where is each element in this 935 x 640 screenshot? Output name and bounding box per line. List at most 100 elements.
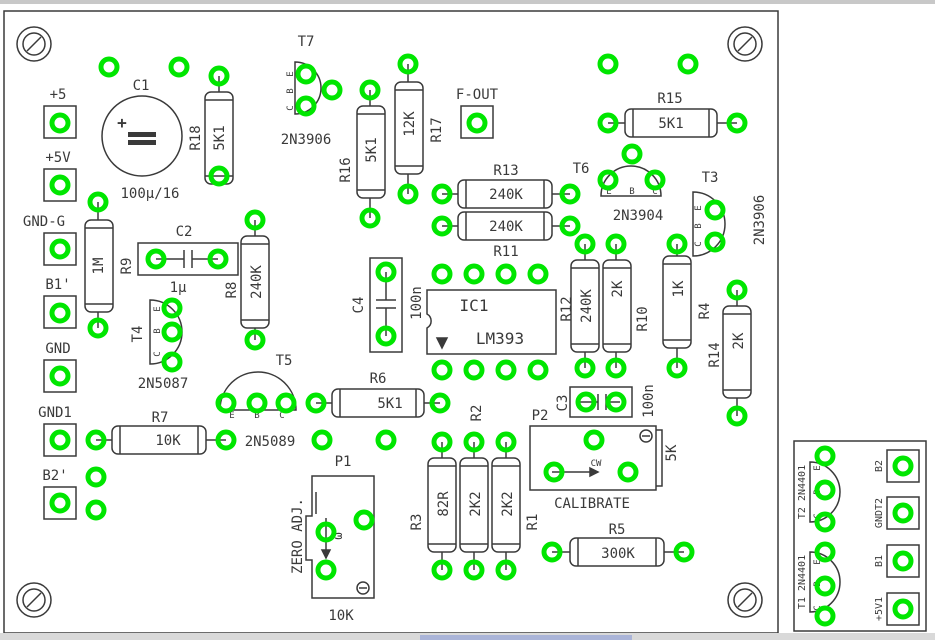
- solder-pad: [208, 165, 230, 187]
- solder-pad: [814, 605, 836, 627]
- t4-ref: T4: [130, 326, 146, 343]
- solder-pad: [463, 559, 485, 581]
- solder-pad: [892, 598, 914, 620]
- solder-pad: [431, 215, 453, 237]
- r5-ref: R5: [609, 522, 626, 538]
- resistor-r18: [204, 76, 234, 185]
- t4-note: 1μ: [170, 280, 187, 296]
- t7-pin-b: B: [286, 88, 296, 93]
- p2-ref: P2: [532, 408, 549, 424]
- t4-pin-e: E: [153, 306, 163, 311]
- solder-pad: [605, 233, 627, 255]
- p1-wiper-mark: ω: [331, 532, 345, 539]
- r17-ref: R17: [429, 117, 445, 142]
- r13-value: 240K: [489, 187, 523, 203]
- solder-pad: [397, 53, 419, 75]
- c1-polarity: +: [117, 113, 127, 132]
- solder-pad: [375, 429, 397, 451]
- solder-pad: [49, 492, 71, 514]
- db-t1-pin-e: E: [813, 559, 823, 564]
- resistor-r2: [459, 442, 489, 570]
- t5-pin-b: B: [254, 411, 259, 421]
- t5-ref: T5: [276, 353, 293, 369]
- solder-pad: [892, 550, 914, 572]
- r12-ref: R12: [559, 296, 575, 321]
- solder-pad: [605, 391, 627, 413]
- t7-ref: T7: [298, 34, 315, 50]
- r9-ref: R9: [119, 258, 135, 275]
- solder-pad: [49, 238, 71, 260]
- terminal-label-f-out: F-OUT: [456, 87, 499, 103]
- t4-pin-b: B: [153, 328, 163, 333]
- solder-pad: [305, 392, 327, 414]
- t5-pin-c: C: [279, 411, 284, 421]
- solder-pad: [575, 391, 597, 413]
- r6-ref: R6: [370, 371, 387, 387]
- solder-pad: [463, 359, 485, 381]
- resistor-r7: [96, 425, 226, 455]
- solder-pad: [814, 479, 836, 501]
- r17-value: 12K: [402, 111, 418, 137]
- r4-value: 1K: [671, 280, 687, 297]
- solder-pad: [597, 53, 619, 75]
- r14-value: 2K: [731, 332, 747, 349]
- solder-pad: [161, 321, 183, 343]
- terminal-label-b1: B1': [45, 277, 70, 293]
- solder-pad: [244, 209, 266, 231]
- solder-pad: [597, 112, 619, 134]
- solder-pad: [892, 455, 914, 477]
- terminal-label-gnd-g: GND-G: [23, 214, 65, 230]
- resistor-r15: [608, 108, 737, 138]
- solder-pad: [98, 56, 120, 78]
- solder-pad: [321, 79, 343, 101]
- mounting-hole: [727, 26, 763, 62]
- solder-pad: [673, 541, 695, 563]
- t6-pin-c: C: [652, 187, 657, 197]
- r4-ref: R4: [697, 303, 713, 320]
- r18-value: 5K1: [212, 125, 228, 150]
- solder-pad: [666, 357, 688, 379]
- t3-pin-b: B: [694, 223, 704, 228]
- solder-pad: [814, 511, 836, 533]
- solder-pad: [463, 263, 485, 285]
- solder-pad: [431, 263, 453, 285]
- r2-value: 2K2: [468, 491, 484, 516]
- r8-ref: R8: [224, 282, 240, 299]
- terminal-label-b2: B2': [42, 468, 67, 484]
- r12-value: 240K: [579, 289, 595, 323]
- solder-pad: [466, 112, 488, 134]
- solder-pad: [541, 541, 563, 563]
- r1-ref: R1: [525, 514, 541, 531]
- capacitor-c1: [101, 95, 183, 177]
- r3-value: 82R: [436, 491, 452, 517]
- solder-pad: [397, 183, 419, 205]
- p1-label: ZERO ADJ.: [290, 498, 306, 574]
- solder-pad: [168, 56, 190, 78]
- c1-ref: C1: [133, 78, 150, 94]
- solder-pad: [353, 509, 375, 531]
- solder-pad: [559, 183, 581, 205]
- solder-pad: [431, 559, 453, 581]
- solder-pad: [814, 541, 836, 563]
- db-t2-pin-e: E: [813, 465, 823, 470]
- solder-pad: [704, 199, 726, 221]
- resistor-r11: [442, 211, 570, 241]
- t5-pin-e: E: [229, 411, 234, 421]
- solder-pad: [87, 191, 109, 213]
- db-plus5v1-label: +5V1: [874, 597, 885, 621]
- resistor-r17: [394, 64, 424, 194]
- solder-pad: [666, 233, 688, 255]
- r6-value: 5K1: [377, 396, 402, 412]
- solder-pad: [597, 169, 619, 191]
- solder-pad: [431, 431, 453, 453]
- solder-pad: [49, 365, 71, 387]
- solder-pad: [375, 261, 397, 283]
- solder-pad: [375, 325, 397, 347]
- db-t1-label: T1 2N4401: [797, 555, 808, 609]
- solder-pad: [85, 429, 107, 451]
- resistor-r3: [427, 442, 457, 570]
- t3-ref: T3: [702, 170, 719, 186]
- mounting-hole: [727, 582, 763, 618]
- t3-pin-e: E: [694, 205, 704, 210]
